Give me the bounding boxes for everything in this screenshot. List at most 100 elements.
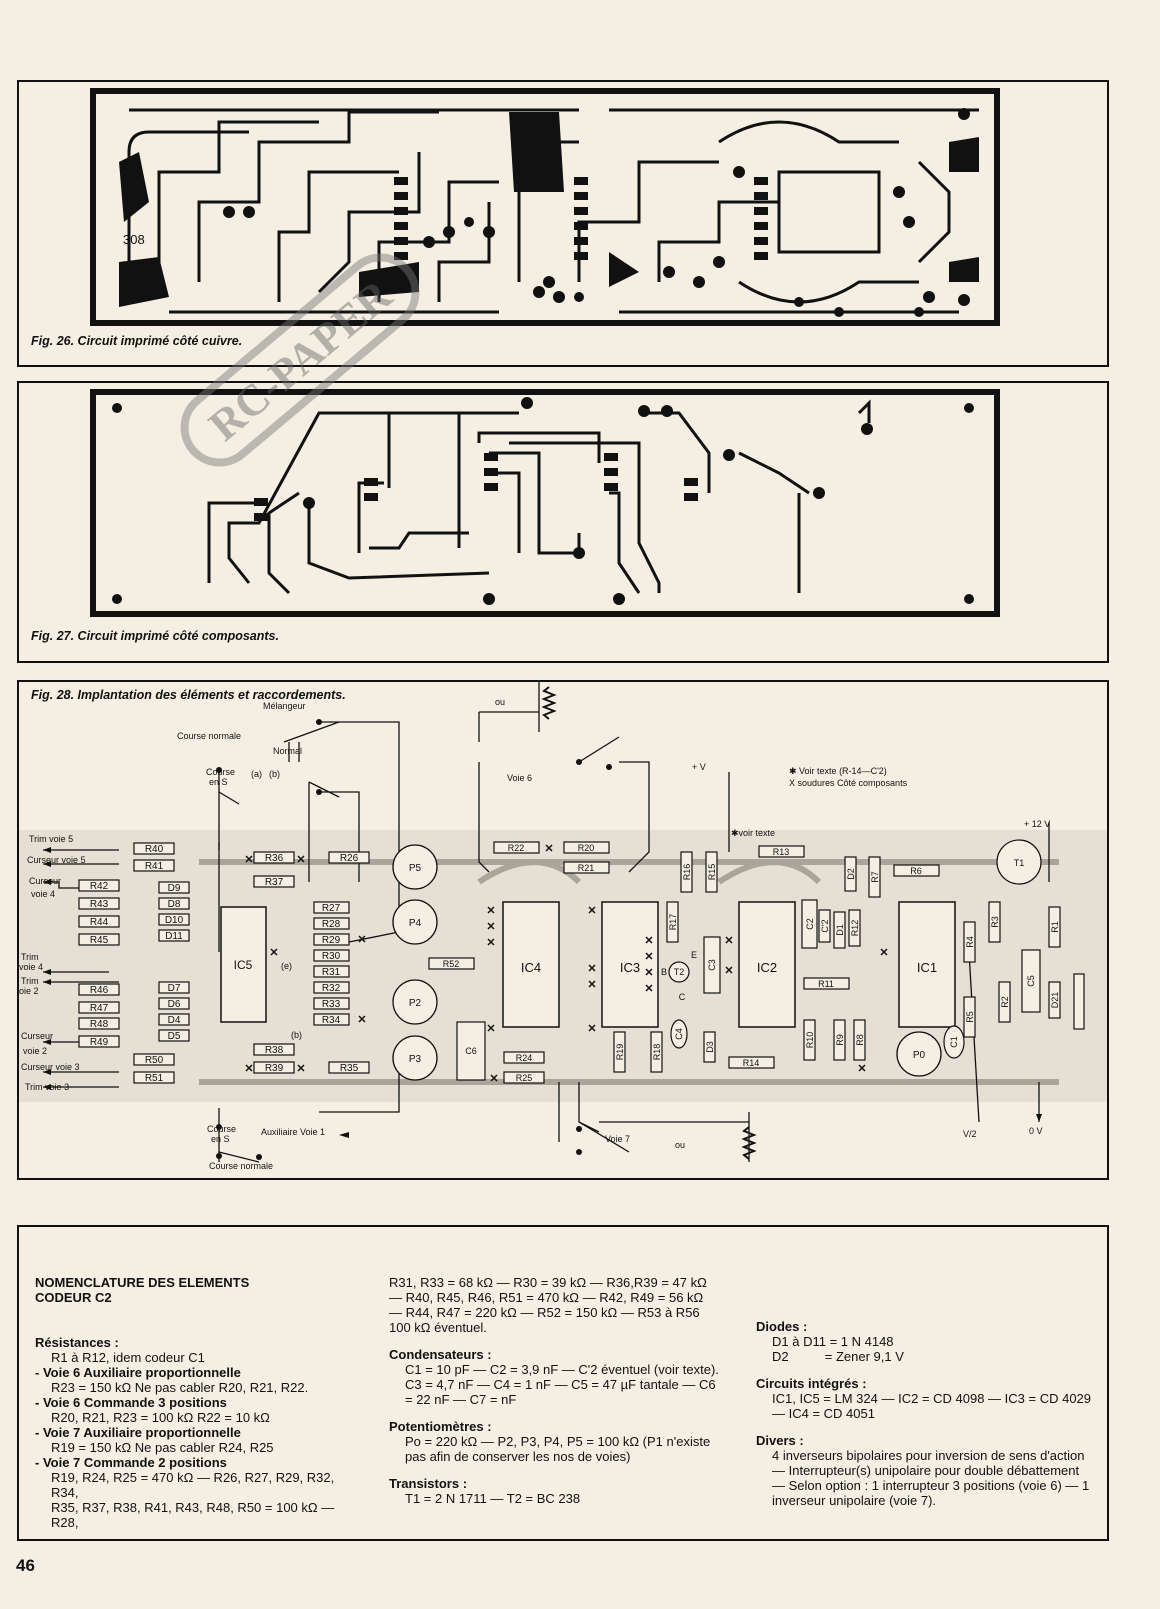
- divers-heading: Divers :: [756, 1433, 804, 1448]
- label-c4: C4: [674, 1028, 684, 1040]
- label-r30: R30: [322, 951, 341, 962]
- svg-text:✕: ✕: [357, 934, 366, 946]
- label-p0: P0: [913, 1050, 926, 1061]
- label-r21: R21: [578, 863, 595, 873]
- label-zero-v: 0 V: [1029, 1126, 1043, 1136]
- label-d10: D10: [165, 915, 184, 926]
- label-r32: R32: [322, 983, 341, 994]
- svg-text:✕: ✕: [486, 905, 495, 917]
- label-c2: C2: [805, 918, 815, 930]
- label-c3: C3: [707, 959, 717, 971]
- label-d6: D6: [168, 999, 181, 1010]
- res-line-0: R1 à R12, idem codeur C1: [51, 1350, 205, 1365]
- label-d1: D1: [835, 924, 845, 936]
- label-r40: R40: [145, 844, 164, 855]
- label-r39: R39: [265, 1063, 284, 1074]
- label-r35: R35: [340, 1063, 359, 1074]
- res-line-5: - Voie 7 Auxiliaire proportionnelle: [35, 1425, 241, 1440]
- label-soudures-note: X soudures Côté composants: [789, 778, 908, 788]
- label-r13: R13: [773, 847, 790, 857]
- divers-text: 4 inverseurs bipolaires pour inversion d…: [772, 1448, 1090, 1508]
- label-d9: D9: [168, 883, 181, 894]
- res-line-6: R19 = 150 kΩ Ne pas cabler R24, R25: [51, 1440, 274, 1455]
- label-trim-voie4-2: voie 4: [19, 962, 43, 972]
- label-r5: R5: [965, 1011, 975, 1023]
- label-r20: R20: [578, 843, 595, 853]
- fig27-caption: Fig. 27. Circuit imprimé côté composants…: [31, 629, 279, 643]
- label-r41: R41: [145, 861, 164, 872]
- label-r14: R14: [743, 1058, 760, 1068]
- label-d2: D2: [846, 868, 856, 880]
- label-course-normale-top: Course normale: [177, 731, 241, 741]
- label-curseur-voie5: Curseur voie 5: [27, 855, 86, 865]
- label-ou-bottom: ou: [675, 1140, 685, 1150]
- label-curseur-voie2-1: Curseur: [21, 1031, 53, 1041]
- svg-text:✕: ✕: [269, 947, 278, 959]
- component-layout-drawing: R40 R41 R42 R43 R44 R45 R46 R47 R48 R49 …: [19, 682, 1107, 1171]
- label-course-normale-bottom: Course normale: [209, 1161, 273, 1171]
- label-r48: R48: [90, 1019, 109, 1030]
- svg-text:✕: ✕: [587, 905, 596, 917]
- label-d4: D4: [168, 1015, 181, 1026]
- label-r16: R16: [682, 864, 692, 881]
- page-number: 46: [16, 1556, 35, 1575]
- label-voir-texte-r13: ✱voir texte: [731, 828, 775, 838]
- label-d3: D3: [705, 1041, 715, 1053]
- svg-text:✕: ✕: [587, 963, 596, 975]
- label-curseur-voie2-2: voie 2: [23, 1046, 47, 1056]
- label-course-en-s-bottom-1: Course: [207, 1124, 236, 1134]
- diodes-line-1: D2 = Zener 9,1 V: [772, 1349, 904, 1364]
- nomenclature-title-1: NOMENCLATURE DES ELEMENTS: [35, 1275, 250, 1290]
- label-p4: P4: [409, 918, 422, 929]
- pcb-marking: 308: [123, 232, 145, 247]
- label-ic2: IC2: [757, 960, 777, 975]
- nomenclature-col-3: Diodes : D1 à D11 = 1 N 4148 D2 = Zener …: [756, 1319, 1091, 1508]
- label-r4: R4: [965, 936, 975, 948]
- label-trim-voie4-1: Trim: [21, 952, 39, 962]
- nomenclature-col-1: NOMENCLATURE DES ELEMENTS CODEUR C2 Rési…: [35, 1275, 365, 1530]
- svg-text:✕: ✕: [857, 1063, 866, 1075]
- label-ic4: IC4: [521, 960, 541, 975]
- label-r10: R10: [805, 1032, 815, 1049]
- label-t1: T1: [1014, 858, 1025, 868]
- label-r37: R37: [265, 877, 284, 888]
- label-c5: C5: [1026, 975, 1036, 987]
- label-normal: Normal: [273, 746, 302, 756]
- label-r19: R19: [615, 1044, 625, 1061]
- label-r17: R17: [668, 914, 678, 931]
- svg-text:✕: ✕: [486, 921, 495, 933]
- label-v2: V/2: [963, 1129, 977, 1139]
- label-voie6: Voie 6: [507, 773, 532, 783]
- label-c2-prime: C'2: [820, 919, 830, 932]
- label-r24: R24: [516, 1053, 533, 1063]
- res-line-7: - Voie 7 Commande 2 positions: [35, 1455, 227, 1470]
- label-r38: R38: [265, 1045, 284, 1056]
- label-d11: D11: [165, 931, 183, 942]
- stamp-text: RC-PAPER: [200, 270, 402, 451]
- label-plus-v: + V: [692, 762, 706, 772]
- label-r22: R22: [508, 843, 525, 853]
- potentiometres-heading: Potentiomètres :: [389, 1419, 492, 1434]
- label-r6: R6: [910, 866, 922, 876]
- label-r51: R51: [145, 1073, 164, 1084]
- label-r47: R47: [90, 1003, 109, 1014]
- svg-text:✕: ✕: [724, 935, 733, 947]
- label-r46: R46: [90, 985, 109, 996]
- label-ic5: IC5: [234, 958, 253, 972]
- res-line-3: - Voie 6 Commande 3 positions: [35, 1395, 227, 1410]
- svg-text:✕: ✕: [486, 937, 495, 949]
- label-r2: R2: [1000, 996, 1010, 1008]
- label-c6: C6: [465, 1046, 477, 1056]
- svg-text:✕: ✕: [879, 947, 888, 959]
- svg-text:✕: ✕: [489, 1073, 498, 1085]
- label-b-lower: (b): [291, 1030, 302, 1040]
- label-trim-voie2-1: Trim: [21, 976, 39, 986]
- rc-paper-stamp: RC-PAPER: [180, 253, 420, 467]
- label-course-en-s-bottom-2: en S: [211, 1134, 230, 1144]
- label-trim-voie5: Trim voie 5: [29, 834, 73, 844]
- label-r18: R18: [652, 1044, 662, 1061]
- svg-text:✕: ✕: [644, 935, 653, 947]
- label-d21: D21: [1050, 992, 1060, 1009]
- label-r34: R34: [322, 1015, 341, 1026]
- label-r50: R50: [145, 1055, 164, 1066]
